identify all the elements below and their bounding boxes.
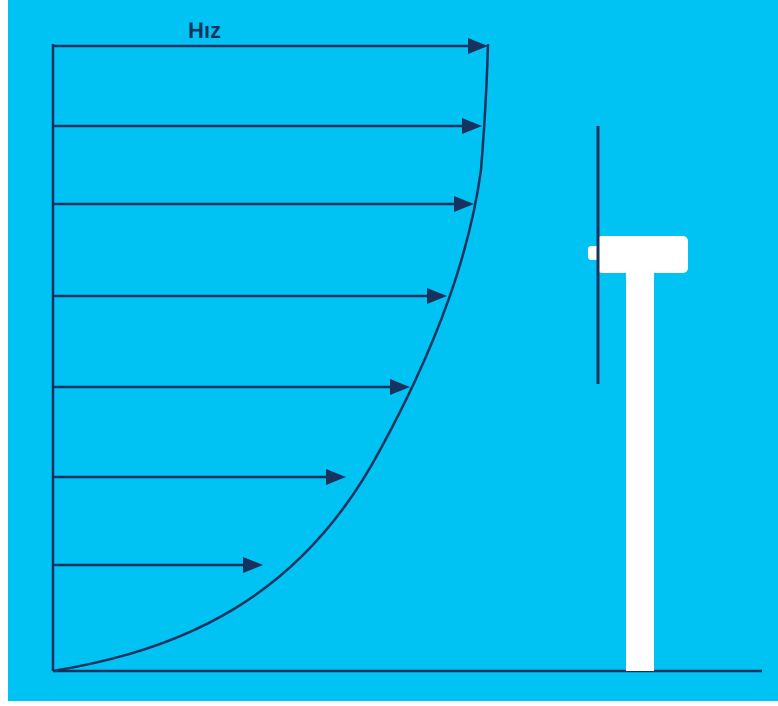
diagram-background — [8, 0, 778, 701]
wind-turbine-icon — [588, 126, 688, 671]
velocity-arrow-head-6 — [326, 469, 346, 485]
velocity-arrow-head-5 — [390, 379, 410, 395]
velocity-arrow-head-3 — [454, 196, 474, 212]
velocity-arrow-head-4 — [427, 288, 447, 304]
velocity-arrow-head-1 — [468, 38, 488, 54]
turbine-nacelle — [597, 236, 688, 273]
speed-label: Hız — [188, 18, 221, 43]
velocity-arrow-head-7 — [243, 557, 263, 573]
velocity-arrow-head-2 — [462, 118, 482, 134]
velocity-arrows — [53, 38, 488, 573]
wind-speed-profile-curve — [52, 43, 490, 673]
turbine-tower — [626, 270, 654, 671]
